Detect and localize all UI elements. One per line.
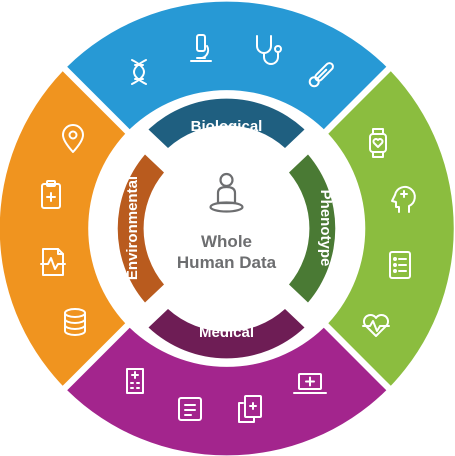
band-phenotype [289,154,336,303]
band-environmental [117,154,164,303]
laptop-medical-icon [293,373,327,394]
label-phenotype: Phenotype [317,190,334,267]
checklist-icon [389,251,411,279]
head-health-icon [391,185,416,213]
segment-biological [67,1,387,130]
hospital-icon [126,368,144,394]
biological-icons [131,34,334,88]
segment-phenotype [328,71,454,386]
band-medical [148,309,305,359]
location-pin-icon [62,124,84,153]
center-title-line2: Human Data [177,253,277,272]
ecg-file-icon [40,248,66,276]
segment-environmental [0,71,126,386]
stethoscope-icon [256,35,282,65]
band-biological [148,98,305,148]
document-icon [178,397,202,421]
center-title-line1: Whole [201,232,252,251]
center-hub: Whole Human Data [177,172,277,272]
dna-icon [131,59,147,85]
label-biological: Biological [191,118,263,135]
label-medical: Medical [199,324,254,341]
heart-rate-icon [362,313,390,337]
database-icon [64,308,86,336]
thermometer-icon [308,62,334,88]
label-environmental: Environmental [124,176,141,280]
environmental-icons [40,124,86,336]
medical-records-icon [238,395,262,423]
microscope-icon [190,34,212,62]
person-pin-icon [209,172,244,213]
segment-medical [67,327,387,456]
phenotype-icons [362,128,416,337]
label-bands [117,98,336,359]
clipboard-medical-icon [41,180,61,209]
medical-icons [126,368,327,423]
smartwatch-icon [369,128,387,158]
